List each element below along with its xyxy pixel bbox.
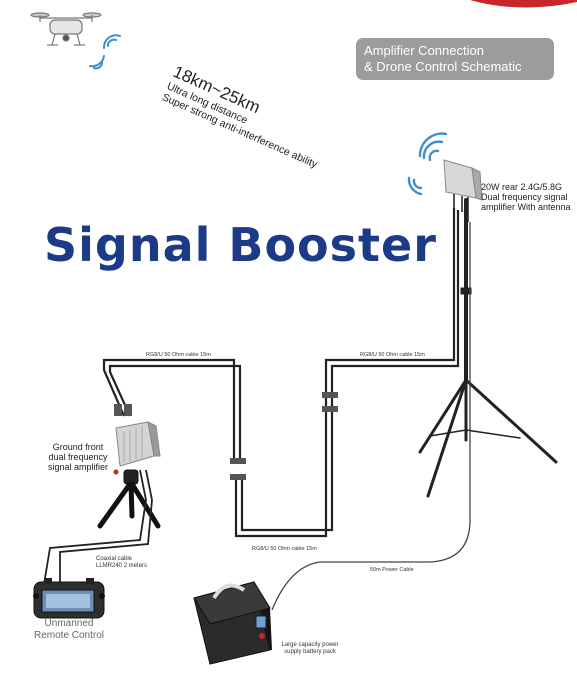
rear-amplifier-label: 20W rear 2.4G/5.8G Dual frequency signal… xyxy=(481,182,573,212)
rear-amp-line1: 20W rear 2.4G/5.8G xyxy=(481,182,563,192)
drone-signal-waves-icon xyxy=(89,34,121,70)
front-amplifier-label: Ground front dual frequency signal ampli… xyxy=(38,442,118,472)
battery-pack-icon xyxy=(193,581,272,665)
coaxial-line1: Coaxial cable xyxy=(96,556,133,562)
battery-line2: supply battery pack xyxy=(284,649,336,655)
front-amp-line1: Ground front xyxy=(52,442,104,452)
coaxial-line2: LLMR240 2 meters xyxy=(96,563,148,569)
tripod-stand-icon xyxy=(418,198,558,498)
drone-icon xyxy=(30,12,102,46)
rf-cable-lines xyxy=(102,208,460,538)
rear-amp-line3: amplifier With antenna xyxy=(481,202,571,212)
battery-label: Large capacity power supply battery pack xyxy=(274,642,346,656)
rear-amplifier-icon xyxy=(443,159,483,222)
mini-tripod-icon xyxy=(97,469,161,529)
rear-amp-line2: Dual frequency signal xyxy=(481,192,568,202)
cable-label-top-left: RG8/U 50 Ohm cable 15m xyxy=(146,352,211,358)
cable-label-bottom: RG8/U 50 Ohm cable 15m xyxy=(252,546,317,552)
front-amp-line2: dual frequency xyxy=(48,452,108,462)
corner-accent xyxy=(470,0,577,8)
front-amp-led xyxy=(113,469,119,475)
page-title: Signal Booster xyxy=(44,218,437,272)
remote-line2: Remote Control xyxy=(33,630,105,641)
power-cable-line xyxy=(271,222,471,611)
schematic-badge: Amplifier Connection & Drone Control Sch… xyxy=(356,38,554,80)
badge-line2: & Drone Control Schematic xyxy=(364,59,522,74)
cable-connectors xyxy=(114,392,338,480)
coaxial-cable-label: Coaxial cable LLMR240 2 meters xyxy=(96,556,147,570)
remote-control-label: Unmanned Remote Control xyxy=(24,618,114,642)
remote-line1: Unmanned xyxy=(44,618,94,629)
cable-label-top-right: RG8/U 50 Ohm cable 15m xyxy=(360,352,425,358)
power-cable-label: 50m Power Cable xyxy=(370,567,414,573)
front-amp-line3: signal amplifier xyxy=(47,462,109,472)
front-amplifier-icon xyxy=(115,421,161,467)
remote-controller-icon xyxy=(33,578,105,619)
coaxial-cable-lines xyxy=(43,469,153,585)
antenna-signal-waves-icon xyxy=(407,132,448,196)
badge-line1: Amplifier Connection xyxy=(364,43,484,58)
battery-line1: Large capacity power xyxy=(281,642,339,648)
